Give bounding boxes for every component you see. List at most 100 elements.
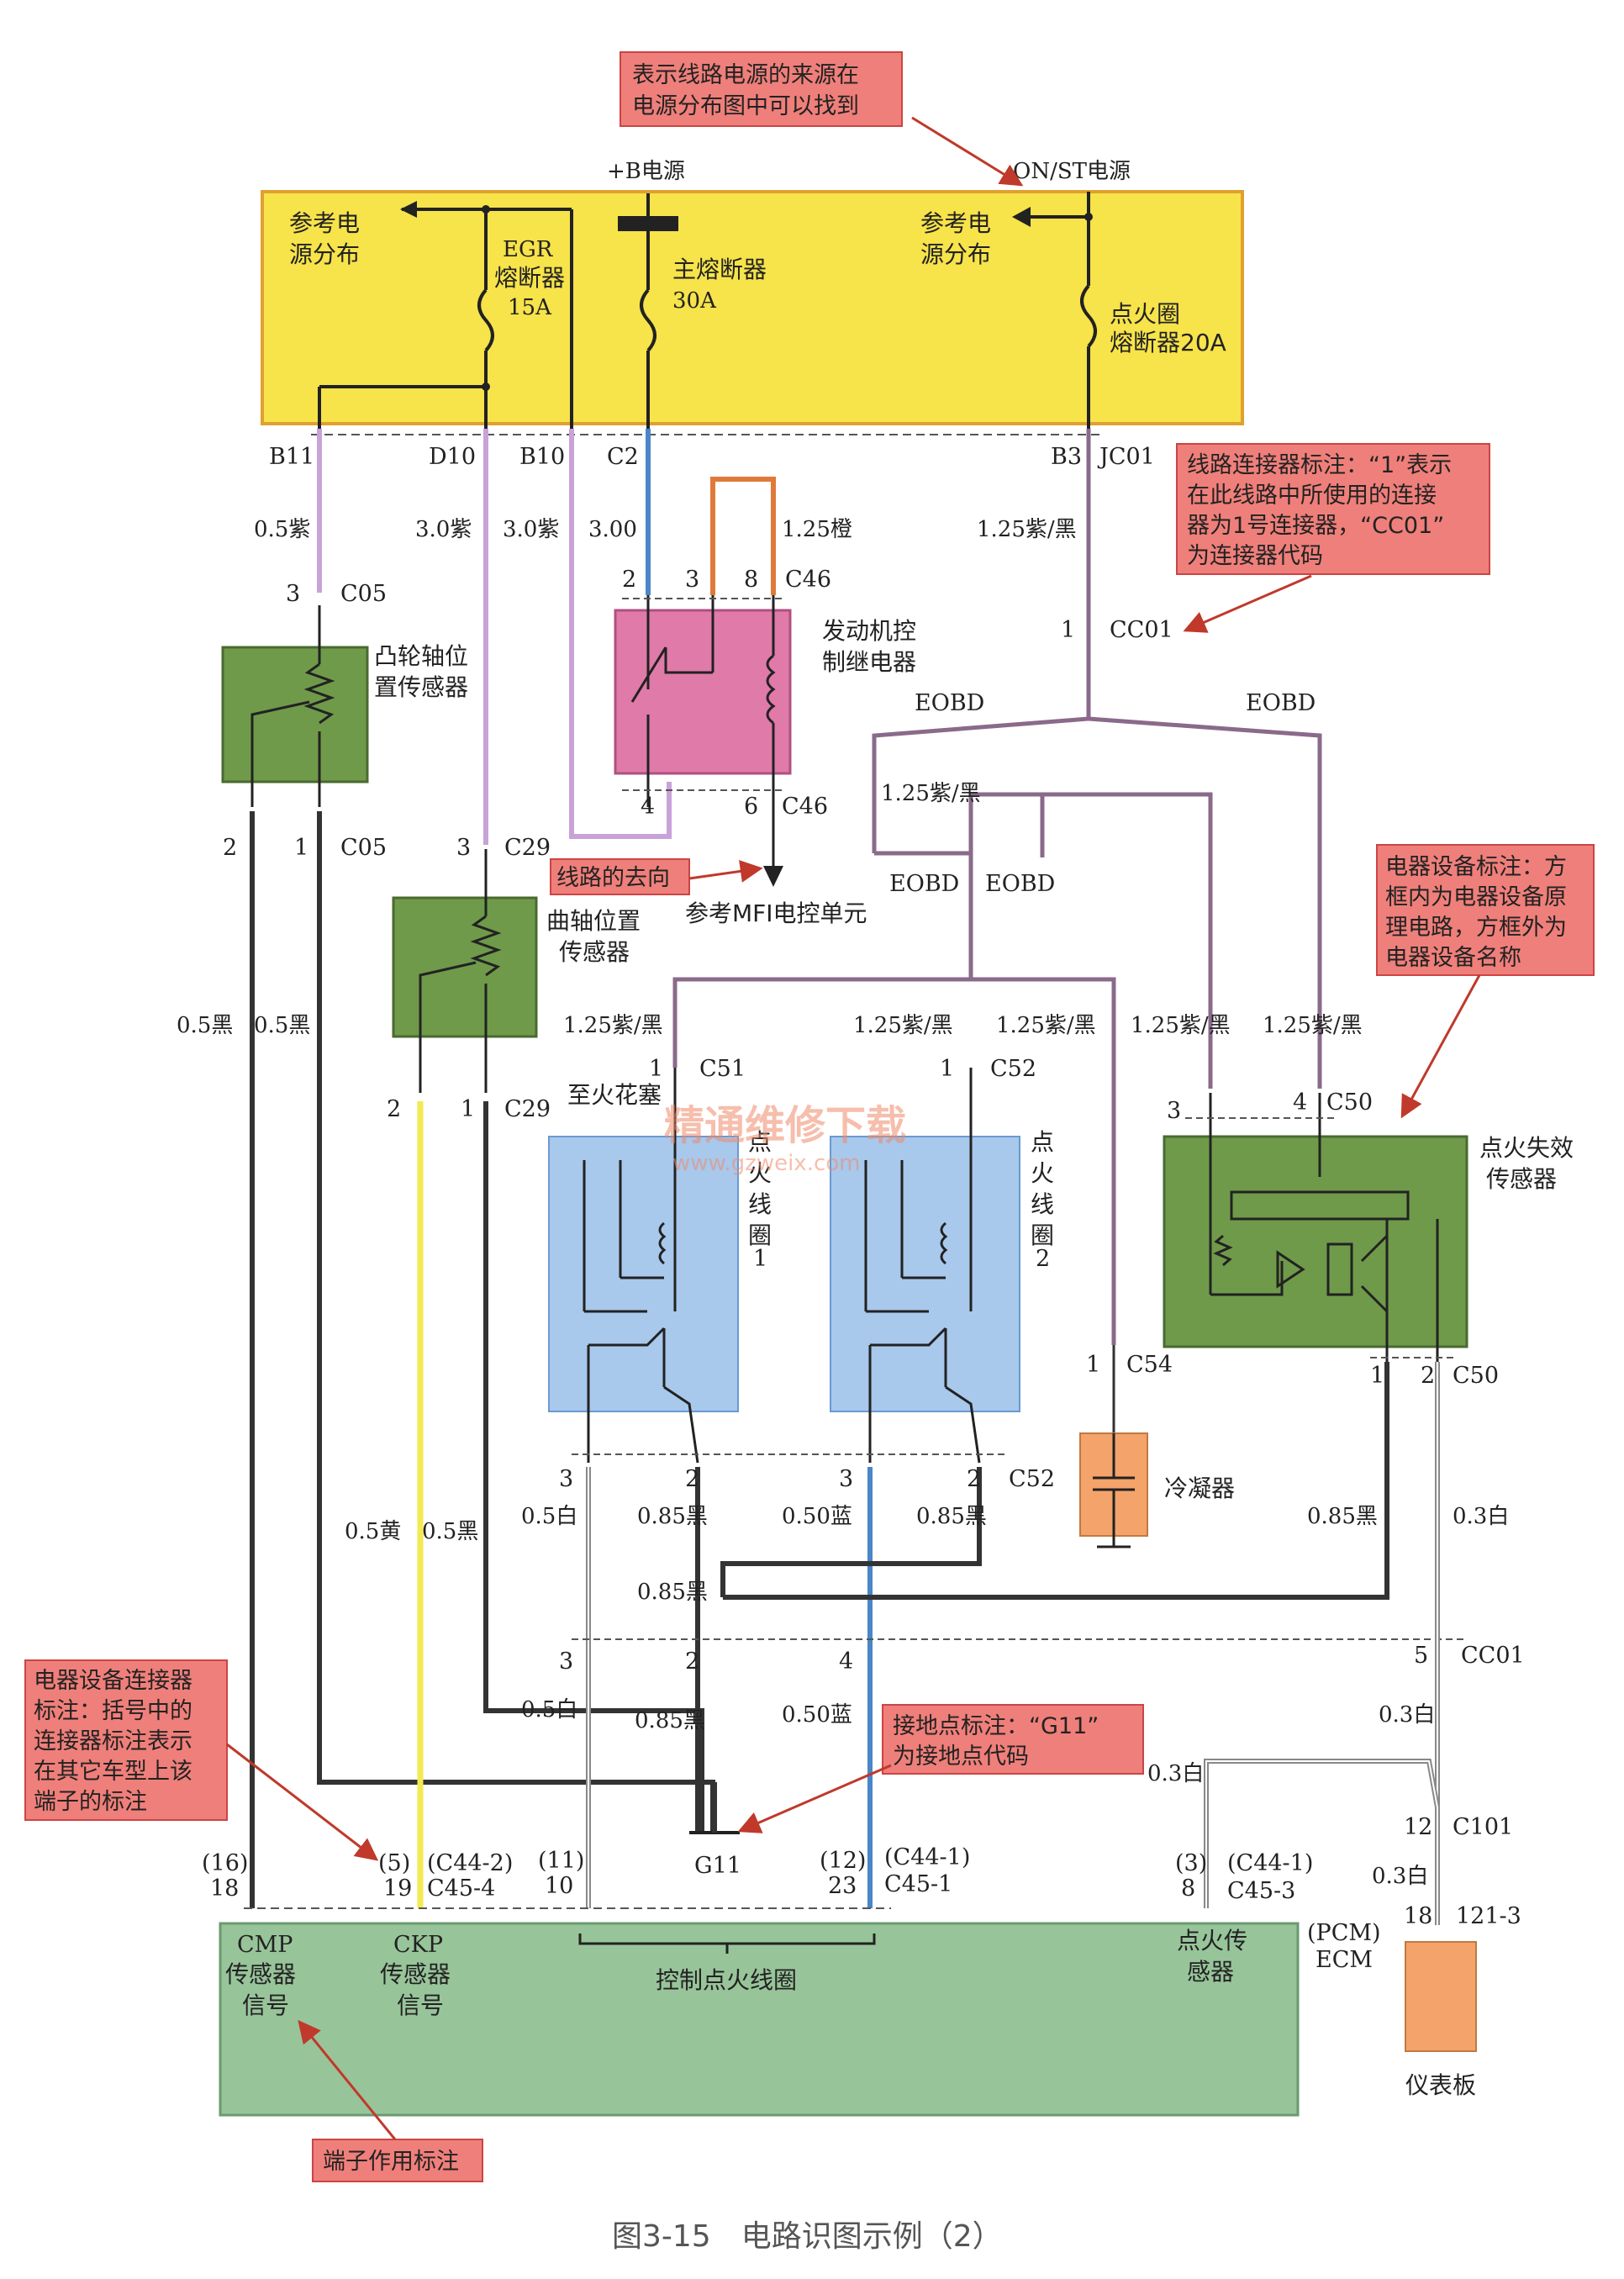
connector-c46: C46 xyxy=(782,794,828,820)
device-connector-note-box xyxy=(24,1659,228,1821)
ecm-ckp-label: 传感器 xyxy=(380,1960,451,1988)
ground-note: 为接地点代码 xyxy=(893,1744,1029,1770)
direction-note: 线路的去向 xyxy=(556,865,670,891)
connector-c52: C52 xyxy=(990,1056,1036,1082)
pin-label: 18 xyxy=(1404,1903,1432,1929)
connector-c51: C51 xyxy=(699,1056,746,1082)
pin-label: 3 xyxy=(456,835,471,861)
direction-note-box xyxy=(550,858,690,895)
connector-c29: C29 xyxy=(504,835,551,861)
ground-note: 接地点标注：“G11” xyxy=(893,1713,1099,1739)
pin-label: 10 xyxy=(545,1873,573,1899)
figure-caption: 图3-15 电路识图示例（2） xyxy=(612,2219,1003,2254)
relay-internal xyxy=(630,595,776,874)
connector-note: 为连接器代码 xyxy=(1187,543,1323,569)
ecm-ign-sensor-label: 感器 xyxy=(1187,1958,1234,1986)
cmp-sensor-box xyxy=(221,646,369,783)
terminal-jc01: JC01 xyxy=(1097,444,1155,470)
wire-label: 1.25橙 xyxy=(782,517,852,542)
wire-label: 1.25紫/黑 xyxy=(996,1013,1096,1038)
bplus-label: +B电源 xyxy=(607,159,685,184)
coil1-internal xyxy=(583,1068,699,1464)
wire-ckp-gnd xyxy=(483,1101,704,1833)
wire-label: 0.85黑 xyxy=(637,1504,708,1529)
pin-label: 1 xyxy=(1061,617,1075,643)
coil2-label: 线 xyxy=(1031,1190,1054,1218)
device-note-box xyxy=(1376,844,1595,976)
wire-label: 0.3白 xyxy=(1379,1702,1435,1728)
power-source-note-box xyxy=(620,51,903,127)
ckp-sensor-label: 曲轴位置 xyxy=(546,907,641,935)
terminal-fn-note: 端子作用标注 xyxy=(323,2149,459,2175)
pin-label: 2 xyxy=(1421,1363,1435,1389)
pin-label: (3) xyxy=(1175,1850,1207,1876)
ecm-cmp-label: 信号 xyxy=(242,1991,289,2019)
pin-label: 2 xyxy=(685,1466,699,1492)
connector-cc01: CC01 xyxy=(1110,617,1173,643)
ecm-ckp-label: CKP xyxy=(393,1932,443,1958)
eobd-label: EOBD xyxy=(915,690,984,716)
coil2-box xyxy=(830,1136,1020,1412)
pin-label: 3 xyxy=(559,1466,573,1492)
ecm-connector-label: C45-4 xyxy=(427,1875,495,1902)
wire-label: 1.25紫/黑 xyxy=(1263,1013,1363,1038)
connector-c05: C05 xyxy=(340,581,387,607)
device-connector-note: 在其它车型上该 xyxy=(34,1759,192,1785)
wire-label: 3.0紫 xyxy=(415,517,472,542)
ign-fail-sensor-label: 传感器 xyxy=(1486,1165,1557,1193)
wire-label: 0.5黄 xyxy=(345,1519,401,1544)
eobd-label: EOBD xyxy=(889,871,959,897)
pin-label: 4 xyxy=(641,794,655,820)
ecm-box xyxy=(219,1922,1300,2117)
device-note: 理电路，方框外为 xyxy=(1385,915,1567,941)
power-source-note: 表示线路电源的来源在 xyxy=(632,62,859,88)
wire-label: 0.85黑 xyxy=(1307,1504,1378,1529)
ref-right-arrow-icon xyxy=(1012,207,1031,227)
device-connector-note: 连接器标注表示 xyxy=(34,1728,192,1754)
pin-label: 23 xyxy=(828,1873,857,1899)
terminal-c2: C2 xyxy=(607,444,639,470)
ref-left-label: 源分布 xyxy=(289,240,360,268)
cmp-sensor-internal xyxy=(250,605,335,807)
wire-label: 0.50蓝 xyxy=(782,1702,852,1728)
pin-label: 2 xyxy=(223,835,237,861)
pin-label: 18 xyxy=(210,1875,239,1902)
terminal-b10: B10 xyxy=(519,444,565,470)
terminal-d10: D10 xyxy=(429,444,476,470)
pin-label: 5 xyxy=(1414,1643,1428,1669)
device-connector-note: 端子的标注 xyxy=(34,1789,147,1815)
coil1-label: 圈 xyxy=(748,1221,772,1249)
wire-label: 0.85黑 xyxy=(916,1504,987,1529)
wire-label: 0.5白 xyxy=(521,1504,577,1529)
coil-output-wires xyxy=(586,1362,1389,1908)
device-note: 电器设备标注：方 xyxy=(1385,854,1567,880)
connector-c101: C101 xyxy=(1453,1814,1513,1840)
wire-label: 0.85黑 xyxy=(635,1708,705,1733)
pin-label: 2 xyxy=(967,1466,981,1492)
mfi-arrow-icon xyxy=(763,866,783,887)
ecm-label: ECM xyxy=(1316,1947,1373,1973)
pin-label: 1 xyxy=(461,1096,475,1122)
power-source-note: 电源分布图中可以找到 xyxy=(632,93,859,119)
eobd-label: EOBD xyxy=(985,871,1055,897)
ecm-connector-label: (C44-1) xyxy=(1227,1850,1313,1876)
connector-cc01: CC01 xyxy=(1461,1643,1525,1669)
coil1-label: 火 xyxy=(748,1159,772,1187)
pin-label: (5) xyxy=(378,1850,410,1876)
wire-label: 1.25紫/黑 xyxy=(881,781,981,806)
pin-label: 8 xyxy=(1181,1875,1195,1902)
ecm-connector-label: (C44-1) xyxy=(884,1844,970,1870)
pin-label: 3 xyxy=(685,567,699,593)
onst-label: ON/ST电源 xyxy=(1013,159,1131,184)
ecm-cmp-label: CMP xyxy=(237,1932,293,1958)
ckp-sensor-box xyxy=(392,896,538,1038)
coil1-box xyxy=(548,1136,739,1412)
cmp-sensor-label: 凸轮轴位 xyxy=(374,642,468,670)
connector-note: 器为1号连接器，“CC01” xyxy=(1187,513,1444,539)
pin-label: 19 xyxy=(383,1875,412,1902)
terminal-b11: B11 xyxy=(269,444,314,470)
ecm-pcm-label: (PCM) xyxy=(1307,1920,1381,1946)
wire-label: 0.85黑 xyxy=(637,1580,708,1605)
ecm-connector-label: C45-3 xyxy=(1227,1878,1295,1904)
connector-note: 在此线路中所使用的连接 xyxy=(1187,483,1437,509)
